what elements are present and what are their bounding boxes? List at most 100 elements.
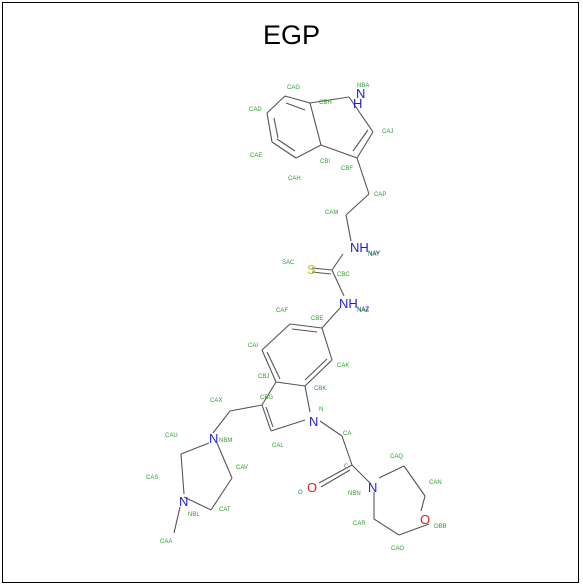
element-symbol-o: O: [307, 480, 317, 495]
atom-label-cas: CAS: [146, 475, 158, 481]
diagram-frame: [2, 2, 579, 583]
bond-line: [309, 96, 350, 104]
bond-line: [311, 271, 332, 275]
atom-label-cbg: CBG: [260, 395, 273, 401]
atom-label-cam: CAM: [325, 210, 338, 216]
atom-label-cax: CAX: [210, 398, 222, 404]
element-symbol-obb: O: [420, 512, 430, 527]
bond-line: [373, 518, 400, 536]
atom-label-cal: CAL: [272, 443, 284, 449]
atom-label-cbj: CBJ: [258, 374, 269, 380]
atom-label-n: N: [319, 407, 323, 413]
bond-line: [378, 465, 405, 479]
bond-line: [210, 477, 233, 511]
atom-label-caj: CAJ: [382, 129, 393, 135]
bond-line: [285, 102, 306, 111]
bond-line: [351, 464, 372, 485]
bond-line: [291, 328, 318, 333]
bond-line: [304, 385, 311, 413]
bond-line: [183, 496, 212, 511]
element-symbol-nay: NH: [350, 240, 369, 255]
bond-line: [319, 420, 343, 437]
bond-line: [266, 112, 273, 143]
atom-label-cau: CAU: [165, 433, 178, 439]
atom-label-ca: CA: [343, 431, 351, 437]
bond-line: [261, 323, 291, 351]
atom-label-nba: NBA: [357, 83, 369, 89]
atom-label-cbc: CBC: [337, 272, 350, 278]
bond-line: [331, 269, 345, 297]
element-symbol-s: S: [307, 262, 316, 277]
bond-line: [229, 404, 263, 412]
element-subscript-nba: H: [353, 96, 362, 111]
bond-line: [261, 349, 277, 383]
element-symbol-nbl: N: [179, 494, 188, 509]
bond-line: [266, 351, 281, 380]
atom-label-cao: CAO: [391, 546, 404, 552]
atom-label-sac: SAC: [282, 260, 295, 266]
atom-label-nay: NAY: [368, 252, 380, 258]
molecule-title: EGP: [262, 20, 321, 50]
bond-line: [348, 96, 374, 133]
bond-line: [356, 131, 374, 159]
bond-line: [265, 406, 274, 428]
atom-label-cae: CAE: [250, 153, 262, 159]
element-symbol-nbn: N: [368, 480, 377, 495]
element-symbol-nbm: N: [209, 431, 218, 446]
bond-layer: [173, 95, 430, 536]
bond-line: [420, 495, 426, 512]
element-symbol-n: N: [309, 414, 318, 429]
atom-label-caq: CAQ: [390, 454, 403, 460]
bond-line: [276, 138, 296, 152]
atom-label-cat: CAT: [219, 507, 231, 513]
atom-label-cai: CAI: [248, 343, 258, 349]
atom-label-nbm: NBM: [219, 438, 232, 444]
bond-line: [216, 442, 233, 479]
atom-label-car: CAR: [353, 521, 366, 527]
element-symbol-naz: NH: [339, 296, 358, 311]
element-symbol-nba: N: [356, 86, 365, 101]
bond-line: [180, 453, 185, 495]
atom-label-cbk: CBK: [314, 386, 326, 392]
element-subscript-nay: NAY: [368, 251, 380, 257]
atom-label-nbn: NBN: [348, 491, 361, 497]
atom-label-cak: CAK: [337, 363, 349, 369]
bond-line: [284, 95, 311, 104]
bond-line: [275, 381, 306, 387]
bond-line: [304, 359, 333, 387]
bond-line: [320, 469, 351, 488]
atom-label-caf: CAF: [276, 308, 288, 314]
bond-line: [398, 523, 430, 536]
bond-line: [270, 419, 306, 432]
bond-line: [341, 435, 353, 466]
atom-label-cah: CAH: [288, 176, 301, 182]
atom-label-cag: CAG: [287, 85, 300, 91]
bond-line: [345, 193, 370, 216]
bond-line: [356, 157, 370, 195]
atom-label-cbe: CBE: [311, 316, 323, 322]
atom-label-cbi: CBI: [320, 159, 330, 165]
atom-label-cap: CAP: [374, 192, 386, 198]
bond-line: [261, 381, 277, 406]
bond-line: [403, 465, 426, 497]
bond-line: [304, 358, 328, 381]
atom-label-c: C: [344, 464, 349, 470]
bond-line: [261, 404, 272, 432]
bond-line: [352, 129, 369, 152]
bond-line: [320, 144, 358, 159]
bond-line: [295, 144, 322, 159]
bond-line: [318, 464, 353, 484]
bond-line: [311, 267, 333, 271]
bond-line: [180, 442, 210, 455]
bond-line: [212, 410, 231, 434]
atom-label-o: O: [298, 490, 303, 496]
atom-label-cav: CAV: [236, 465, 248, 471]
atom-label-naz: NAZ: [357, 308, 369, 314]
atom-label-obb: OBB: [434, 524, 447, 530]
bond-line: [331, 253, 344, 271]
atom-label-caa: CAA: [160, 539, 172, 545]
element-subscript-naz: NAZ: [357, 307, 369, 313]
